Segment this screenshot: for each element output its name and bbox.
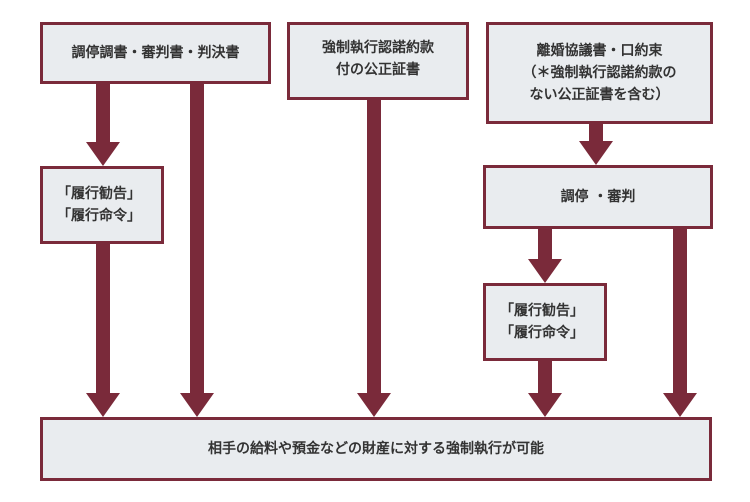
box-chotei-shinpan-line-1: 調停 ・審判 (560, 189, 636, 205)
box-rikon-kyogisho-line-2: （＊強制執行認諾約款の (522, 65, 677, 81)
box-rikou-kankoku-left: 「履行勧告」 「履行命令」 (40, 166, 164, 244)
arrow-kosei-to-result (357, 100, 391, 417)
arrow-kankoku-right-to-result (528, 361, 562, 417)
box-rikou-kankoku-left-line-2: 「履行命令」 (57, 208, 141, 224)
box-chotei-chosho: 調停調書・審判書・判決書 (40, 22, 271, 84)
box-kosei-shosho: 強制執行認諾約款 付の公正証書 (287, 22, 469, 100)
arrow-chotei-shinpan-to-result (663, 229, 697, 417)
box-rikon-kyogisho-line-3: ない公正証書を含む） (529, 87, 670, 103)
box-kyosei-shikko-kano: 相手の給料や預金などの財産に対する強制執行が可能 (40, 417, 712, 481)
arrow-rikon-to-chotei-shinpan (579, 124, 613, 165)
arrow-chotei-to-kankoku-left (86, 84, 120, 166)
box-kyosei-shikko-kano-line-1: 相手の給料や預金などの財産に対する強制執行が可能 (208, 441, 544, 457)
box-rikou-kankoku-right-line-1: 「履行勧告」 (500, 303, 584, 319)
box-kosei-shosho-line-1: 強制執行認諾約款 (322, 40, 434, 56)
box-rikou-kankoku-right: 「履行勧告」 「履行命令」 (483, 283, 607, 361)
arrows (86, 84, 697, 417)
box-rikon-kyogisho-line-1: 離婚協議書・口約束 (536, 43, 663, 59)
box-rikon-kyogisho: 離婚協議書・口約束 （＊強制執行認諾約款の ない公正証書を含む） (486, 22, 713, 124)
box-chotei-shinpan: 調停 ・審判 (483, 165, 713, 229)
arrow-chotei-shinpan-to-kankoku-right (528, 229, 562, 283)
box-rikou-kankoku-right-line-2: 「履行命令」 (500, 325, 584, 341)
box-rikou-kankoku-left-line-1: 「履行勧告」 (57, 186, 141, 202)
box-kosei-shosho-line-2: 付の公正証書 (336, 62, 420, 78)
arrow-kankoku-left-to-result (86, 244, 120, 417)
arrow-chotei-to-result (180, 84, 214, 417)
box-chotei-chosho-line-1: 調停調書・審判書・判決書 (71, 45, 240, 61)
